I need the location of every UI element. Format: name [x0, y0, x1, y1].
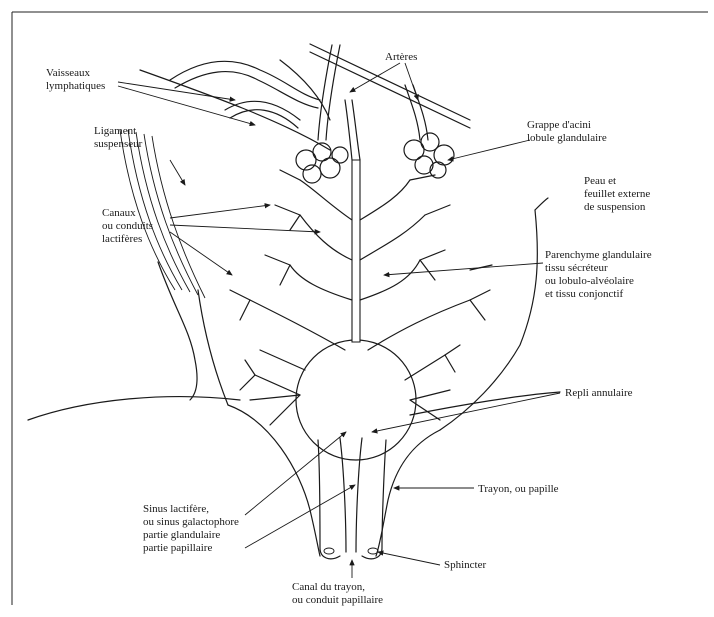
label-sphincter: Sphincter: [444, 559, 486, 571]
label-trayon: Trayon, ou papille: [478, 483, 559, 495]
duct-tree: [230, 160, 492, 425]
label-arteres: Artères: [385, 51, 417, 63]
label-peau: Peau et feuillet externe de suspension: [584, 175, 653, 213]
label-parenchyme: Parenchyme glandulaire tissu sécréteur o…: [545, 249, 654, 300]
pointer-lines: [118, 63, 560, 578]
label-sinus: Sinus lactifère, ou sinus galactophore p…: [143, 503, 242, 554]
label-ligament: Ligament suspenseur: [94, 125, 143, 150]
label-canaux: Canaux ou conduits lactifères: [102, 207, 156, 245]
label-canal: Canal du trayon, ou conduit papillaire: [292, 581, 383, 606]
label-vaisseaux: Vaisseaux lymphatiques: [46, 67, 105, 92]
vessels: [170, 44, 470, 160]
label-grappe: Grappe d'acini lobule glandulaire: [527, 119, 607, 144]
milk-cistern: [296, 340, 416, 460]
label-repli: Repli annulaire: [565, 387, 633, 399]
